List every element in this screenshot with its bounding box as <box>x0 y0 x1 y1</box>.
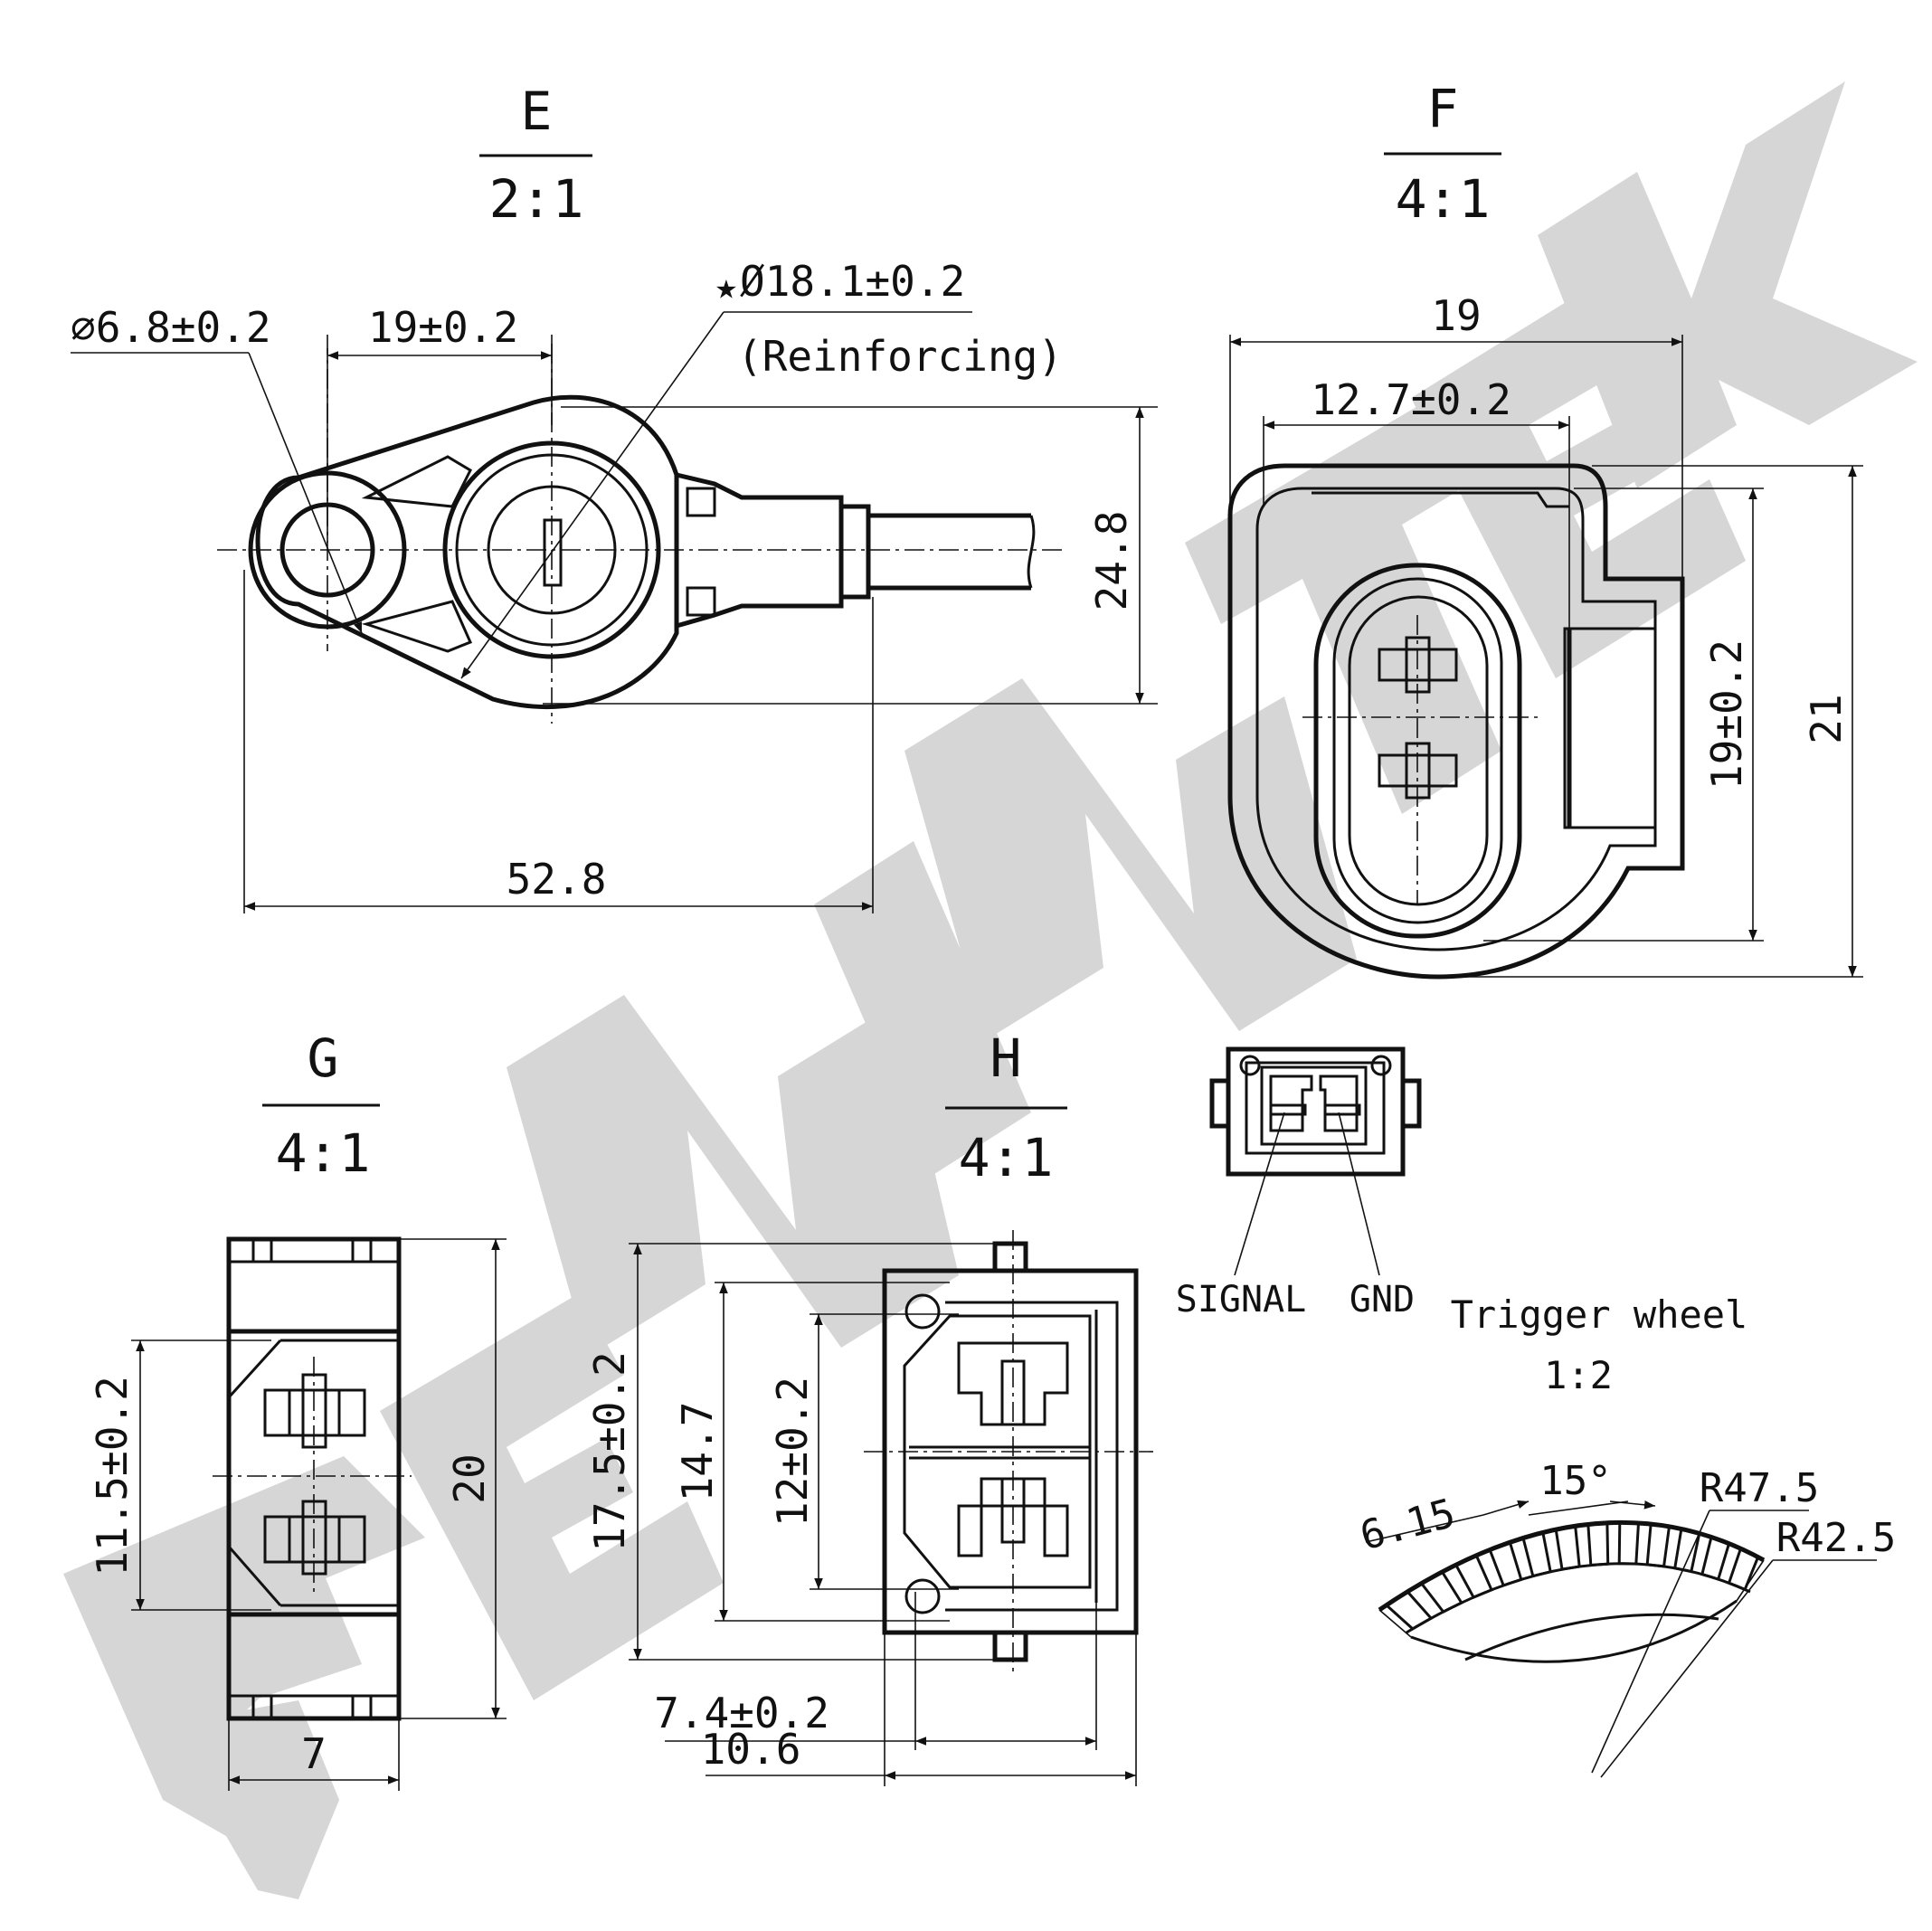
dim-h-outer: 17.5±0.2 <box>585 1351 634 1552</box>
view-f-label: F <box>1427 78 1459 139</box>
trigger-wheel-scale: 1:2 <box>1544 1353 1613 1397</box>
tooth-angle-label: 15° <box>1539 1458 1611 1504</box>
trigger-wheel-title: Trigger wheel <box>1451 1292 1748 1337</box>
trigger-tooth <box>1488 1540 1523 1587</box>
dim-f-height: 21 <box>1802 694 1851 743</box>
terminal-g-1 <box>263 1388 366 1437</box>
view-h: H 4:1 17.5±0.2 14.7 12±0.2 <box>585 1027 1153 1786</box>
view-e: E 2:1 19±0.2 ⌀6.8±0.2 <box>71 80 1158 913</box>
trigger-tooth <box>1586 1521 1610 1567</box>
trigger-tooth <box>1645 1522 1672 1568</box>
dim-g-height: 20 <box>445 1453 494 1503</box>
trigger-tooth <box>1554 1524 1581 1571</box>
dim-e-pitch: 19±0.2 <box>368 303 518 352</box>
dim-e-length: 52.8 <box>507 855 607 904</box>
pin-gnd-label: GND <box>1350 1279 1415 1320</box>
dim-f-inner-height: 19±0.2 <box>1702 639 1751 790</box>
dim-e-height: 24.8 <box>1087 511 1136 611</box>
connector-g-outline <box>226 1236 402 1721</box>
view-h-scale: 4:1 <box>959 1127 1054 1188</box>
dim-e-boss-note: (Reinforcing) <box>737 332 1063 381</box>
view-g-scale: 4:1 <box>276 1122 371 1184</box>
pin-signal-label: SIGNAL <box>1176 1279 1307 1320</box>
dim-e-boss: Ø18.1±0.2 <box>740 257 965 306</box>
dim-f-inner-width: 12.7±0.2 <box>1311 375 1511 424</box>
dim-e-hole: ⌀6.8±0.2 <box>71 303 271 352</box>
trigger-tooth <box>1384 1589 1434 1631</box>
trigger-wheel-teeth <box>1384 1520 1760 1631</box>
sensor-body-outline <box>255 394 679 709</box>
view-f: F 4:1 19 12.7±0.2 19±0.2 <box>1227 78 1863 980</box>
star-symbol: ★ <box>715 266 737 308</box>
dim-h-width: 10.6 <box>701 1725 801 1774</box>
zenintek-watermark <box>63 81 1918 1899</box>
view-g-label: G <box>308 1027 339 1089</box>
pin-gnd <box>1323 1103 1361 1116</box>
tooth-width-label: 6.15 <box>1355 1491 1460 1560</box>
view-h-label: H <box>990 1027 1022 1089</box>
trigger-tooth <box>1454 1553 1494 1599</box>
view-e-scale: 2:1 <box>489 168 584 230</box>
sensor-cable <box>868 513 1031 591</box>
view-e-label: E <box>521 80 553 142</box>
pinout-view: SIGNAL GND <box>1176 1046 1422 1320</box>
trigger-tooth <box>1521 1530 1552 1578</box>
radius-outer-label: R47.5 <box>1700 1465 1819 1511</box>
trigger-tooth <box>1700 1535 1731 1581</box>
dim-h-mid: 14.7 <box>673 1402 722 1502</box>
dim-h-inner: 12±0.2 <box>768 1377 817 1527</box>
terminal-g-2 <box>263 1515 366 1564</box>
view-f-scale: 4:1 <box>1396 168 1491 230</box>
trigger-tooth <box>1419 1569 1463 1614</box>
trigger-tooth <box>1617 1520 1641 1566</box>
dim-f-width: 19 <box>1431 291 1481 340</box>
socket-outer <box>1313 563 1522 939</box>
dim-g-pitch: 11.5±0.2 <box>88 1376 137 1576</box>
trigger-tooth <box>1672 1527 1701 1574</box>
pin-signal <box>1269 1103 1307 1116</box>
radius-inner-label: R42.5 <box>1776 1515 1896 1561</box>
view-g: G 4:1 11.5±0.2 20 <box>88 1027 507 1791</box>
dim-g-width: 7 <box>301 1729 327 1778</box>
trigger-wheel: Trigger wheel 1:2 6.15 15° R47.5 R42.5 <box>1355 1292 1896 1778</box>
dim-h-inner-width: 7.4±0.2 <box>654 1689 829 1737</box>
